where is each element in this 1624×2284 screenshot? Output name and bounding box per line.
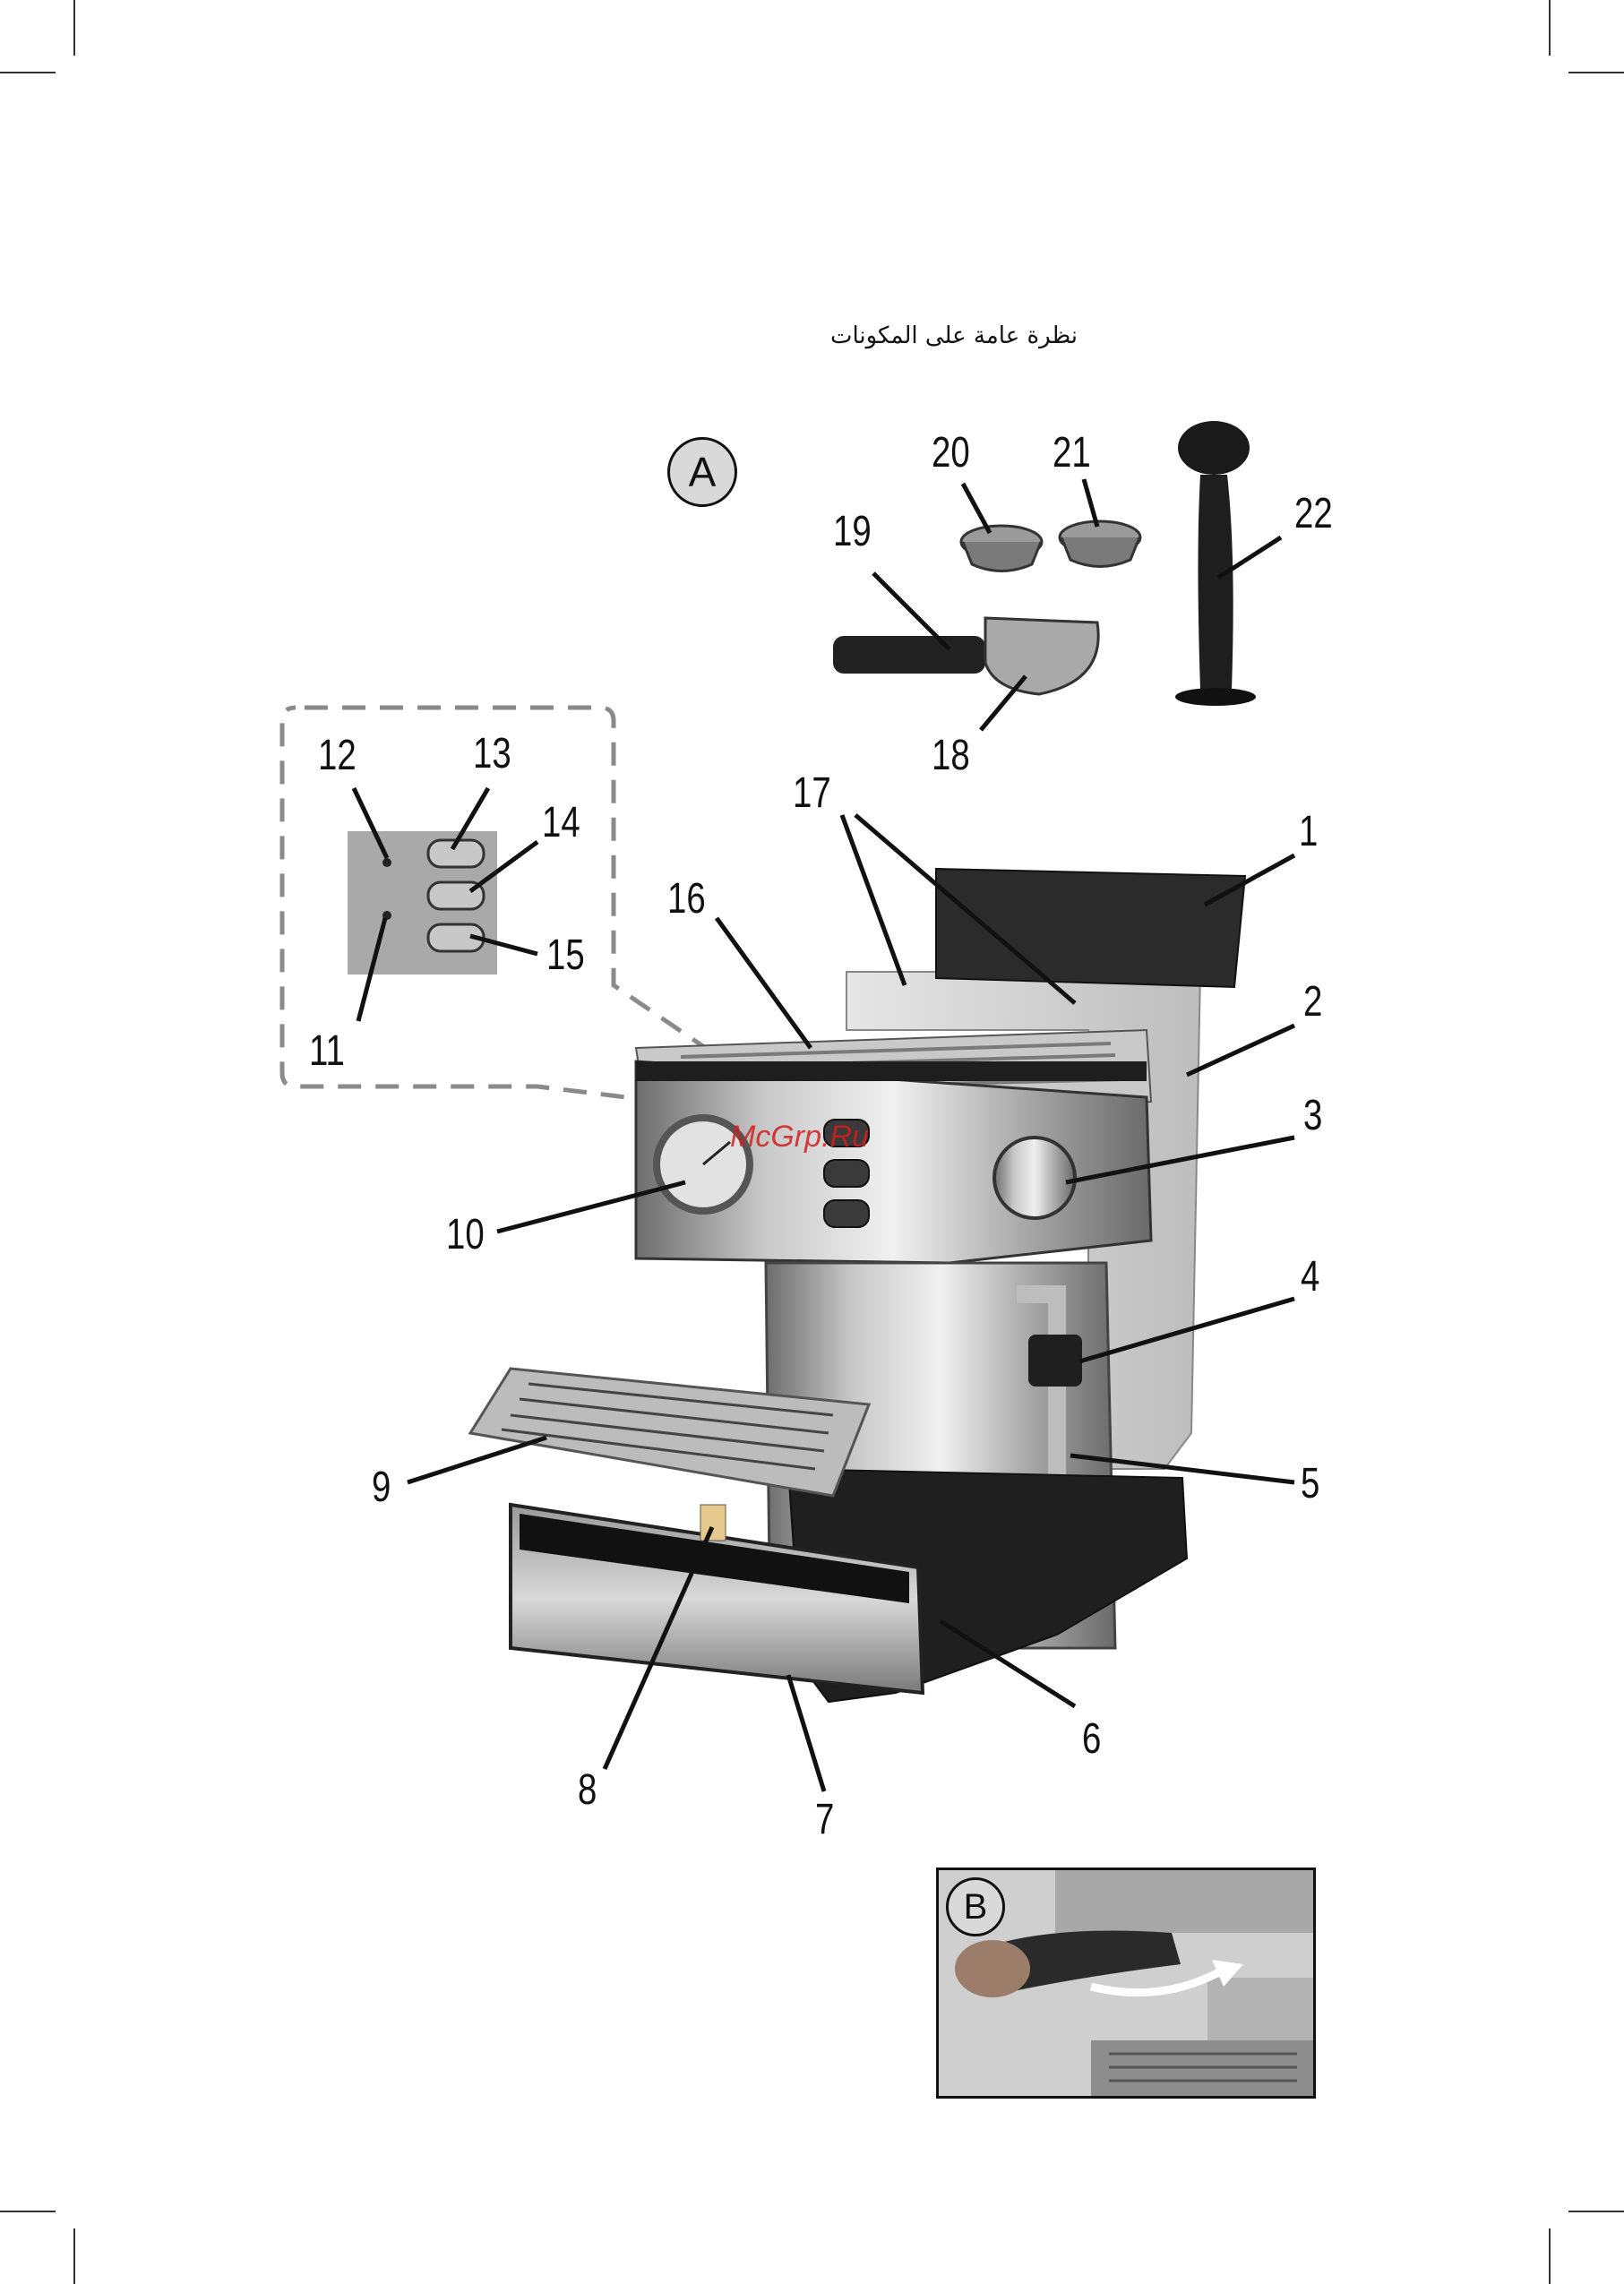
part-number-5: 5 [1301, 1463, 1319, 1506]
part-number-3: 3 [1303, 1095, 1322, 1138]
portafilter [985, 618, 1098, 694]
part-number-9: 9 [372, 1466, 391, 1509]
power-indicator [382, 858, 391, 867]
portafilter-handle [833, 636, 985, 674]
water-level-float [700, 1505, 726, 1541]
part-number-17: 17 [793, 772, 831, 815]
control-buttons [428, 840, 484, 951]
part-number-14: 14 [542, 802, 580, 845]
part-number-7: 7 [815, 1799, 834, 1842]
watermark: McGrp.Ru [730, 1120, 869, 1155]
part-number-15: 15 [546, 934, 585, 977]
tamper [1199, 475, 1233, 690]
steam-knob [994, 1138, 1075, 1218]
part-number-12: 12 [318, 734, 357, 777]
tank-lid [936, 869, 1245, 987]
part-number-13: 13 [473, 733, 511, 776]
part-number-4: 4 [1301, 1256, 1319, 1299]
part-number-11: 11 [309, 1030, 345, 1073]
part-number-1: 1 [1299, 811, 1318, 854]
part-number-2: 2 [1303, 981, 1322, 1024]
part-number-21: 21 [1053, 432, 1091, 475]
part-number-8: 8 [578, 1769, 597, 1812]
part-number-10: 10 [446, 1214, 485, 1257]
part-number-16: 16 [667, 878, 706, 921]
figure-b-label: B [946, 1877, 1005, 1936]
part-number-20: 20 [932, 432, 970, 475]
part-number-6: 6 [1082, 1718, 1101, 1761]
measuring-spoon [1178, 421, 1250, 475]
part-number-18: 18 [932, 734, 970, 777]
figure-b-inset: B [936, 1868, 1316, 2099]
part-number-19: 19 [833, 511, 872, 554]
part-number-22: 22 [1294, 493, 1333, 536]
